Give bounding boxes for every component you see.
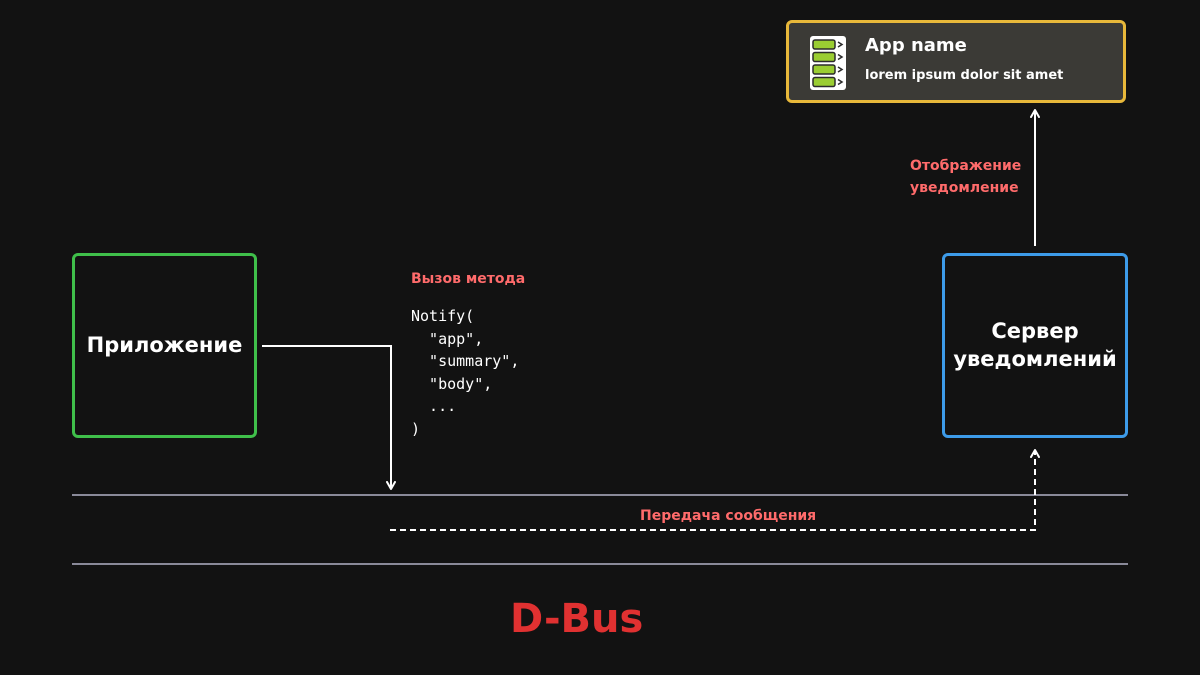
display-notification-label: Отображение уведомление [910,158,1022,196]
notification-server-box: Сервер уведомлений [942,253,1128,438]
notify-code: Notify( "app", "summary", "body", ... ) [411,307,520,438]
server-row-icon [812,64,836,75]
server-list-icon [810,36,846,90]
dbus-title: D-Bus [510,596,644,642]
notification-body: lorem ipsum dolor sit amet [865,68,1064,83]
chevron-right-icon [837,53,844,61]
notification-popup: App name lorem ipsum dolor sit amet [786,20,1126,103]
application-box: Приложение [72,253,257,438]
message-transfer-label: Передача сообщения [640,508,817,524]
notification-server-label: Сервер уведомлений [953,319,1117,371]
server-row-icon [812,76,836,88]
chevron-right-icon [837,78,844,86]
notification-title: App name [865,35,967,56]
method-call-label: Вызов метода [411,271,526,287]
server-row-icon [812,39,836,50]
method-call-arrow [262,345,396,490]
application-label: Приложение [86,332,243,357]
chevron-right-icon [837,66,844,73]
chevron-right-icon [837,41,844,48]
server-row-icon [812,51,836,63]
message-transfer-arrow [390,449,1040,531]
